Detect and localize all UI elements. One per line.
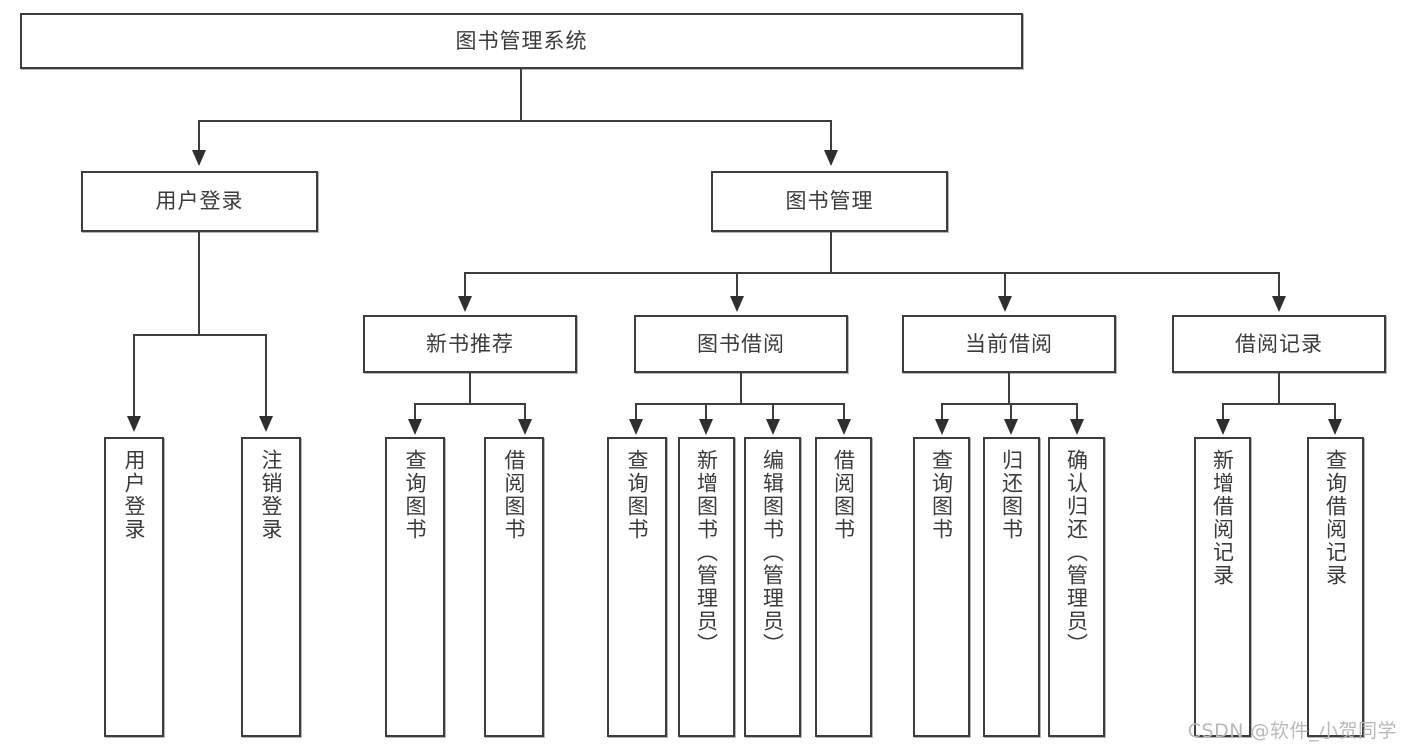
arrow-book-mgmt-c1 [458,296,472,312]
node-book-management-label: 图书管理 [785,189,874,214]
connector-bb-leaf4 [843,403,845,423]
leaf-bb-query-book[interactable]: 查询图书 [607,437,667,737]
connector-book-mgmt-c1 [464,272,466,300]
connector-root-to-user-login [198,120,200,152]
connector-bb-leaf3 [772,403,774,423]
leaf-bb-edit-book[interactable]: 编辑图书（管理员） [744,437,801,737]
connector-cb-leaf3 [1076,403,1078,423]
connector-bb-stem [740,373,742,405]
leaf-bb-add-book-label: 新增图书（管理员） [694,449,719,656]
node-book-borrow-label: 图书借阅 [697,331,785,356]
connector-book-mgmt-c4 [1278,272,1280,300]
connector-nbr-stem [469,373,471,405]
leaf-cb-confirm-return[interactable]: 确认归还（管理员） [1048,437,1105,737]
arrow-cb-leaf1 [935,419,949,435]
leaf-nbr-borrow-book-label: 借阅图书 [502,449,527,541]
arrow-root-to-user-login [192,150,206,166]
leaf-user-login[interactable]: 用户登录 [104,437,164,737]
node-borrow-record-label: 借阅记录 [1235,331,1323,356]
connector-root-stem [520,69,522,121]
connector-user-login-stem [198,232,200,336]
leaf-br-query-record[interactable]: 查询借阅记录 [1307,437,1364,737]
leaf-bb-borrow-book[interactable]: 借阅图书 [815,437,872,737]
leaf-bb-add-book[interactable]: 新增图书（管理员） [678,437,735,737]
connector-book-mgmt-bar [464,272,1280,274]
leaf-br-add-record[interactable]: 新增借阅记录 [1194,437,1251,737]
leaf-cb-return-book-label: 归还图书 [999,449,1024,541]
node-book-borrow[interactable]: 图书借阅 [634,315,848,373]
node-book-management[interactable]: 图书管理 [711,171,948,232]
leaf-br-query-record-label: 查询借阅记录 [1323,449,1348,587]
arrow-root-to-book-mgmt [824,150,838,166]
leaf-cb-query-book-label: 查询图书 [929,449,954,541]
leaf-bb-query-book-label: 查询图书 [625,449,650,541]
connector-br-leaf1 [1222,403,1224,423]
arrow-user-login-leaf1 [127,416,141,432]
connector-book-mgmt-stem [830,232,832,274]
leaf-cb-confirm-return-label: 确认归还（管理员） [1064,449,1089,656]
connector-cb-leaf1 [941,403,943,423]
node-borrow-record[interactable]: 借阅记录 [1172,315,1386,373]
node-new-book-recommend[interactable]: 新书推荐 [363,315,577,373]
leaf-nbr-query-book[interactable]: 查询图书 [385,437,445,737]
arrow-br-leaf2 [1328,419,1342,435]
node-new-book-recommend-label: 新书推荐 [426,331,514,356]
connector-root-bar [198,120,832,122]
arrow-bb-leaf2 [699,419,713,435]
connector-user-login-leaf1 [133,334,135,418]
leaf-cb-query-book[interactable]: 查询图书 [913,437,970,737]
leaf-br-add-record-label: 新增借阅记录 [1210,449,1235,587]
leaf-user-login-label: 用户登录 [122,449,147,541]
arrow-book-mgmt-c3 [998,296,1012,312]
leaf-nbr-query-book-label: 查询图书 [403,449,428,541]
connector-cb-bar [941,403,1078,405]
leaf-bb-edit-book-label: 编辑图书（管理员） [760,449,785,656]
leaf-cb-return-book[interactable]: 归还图书 [983,437,1040,737]
arrow-cb-leaf3 [1070,419,1084,435]
node-user-login[interactable]: 用户登录 [81,171,318,232]
connector-nbr-leaf1 [414,403,416,423]
arrow-user-login-leaf2 [259,416,273,432]
arrow-nbr-leaf2 [518,419,532,435]
arrow-bb-leaf4 [837,419,851,435]
arrow-bb-leaf1 [629,419,643,435]
arrow-cb-leaf2 [1004,419,1018,435]
connector-book-mgmt-c3 [1004,272,1006,300]
node-current-borrow[interactable]: 当前借阅 [902,315,1116,373]
arrow-bb-leaf3 [766,419,780,435]
leaf-logout-login-label: 注销登录 [259,449,284,541]
connector-book-mgmt-c2 [736,272,738,300]
node-root[interactable]: 图书管理系统 [20,13,1023,69]
connector-br-leaf2 [1334,403,1336,423]
connector-br-bar [1222,403,1336,405]
arrow-book-mgmt-c2 [730,296,744,312]
connector-bb-bar [635,403,845,405]
arrow-br-leaf1 [1216,419,1230,435]
node-user-login-label: 用户登录 [155,189,244,214]
connector-br-stem [1278,373,1280,405]
connector-user-login-bar [133,334,267,336]
arrow-book-mgmt-c4 [1272,296,1286,312]
leaf-logout-login[interactable]: 注销登录 [241,437,301,737]
connector-user-login-leaf2 [265,334,267,418]
connector-nbr-leaf2 [524,403,526,423]
connector-cb-stem [1008,373,1010,405]
arrow-nbr-leaf1 [408,419,422,435]
connector-nbr-bar [414,403,526,405]
node-current-borrow-label: 当前借阅 [965,331,1053,356]
connector-root-to-book-mgmt [830,120,832,152]
connector-cb-leaf2 [1010,403,1012,423]
connector-bb-leaf2 [705,403,707,423]
leaf-bb-borrow-book-label: 借阅图书 [831,449,856,541]
leaf-nbr-borrow-book[interactable]: 借阅图书 [484,437,544,737]
node-root-label: 图书管理系统 [455,28,588,53]
connector-bb-leaf1 [635,403,637,423]
